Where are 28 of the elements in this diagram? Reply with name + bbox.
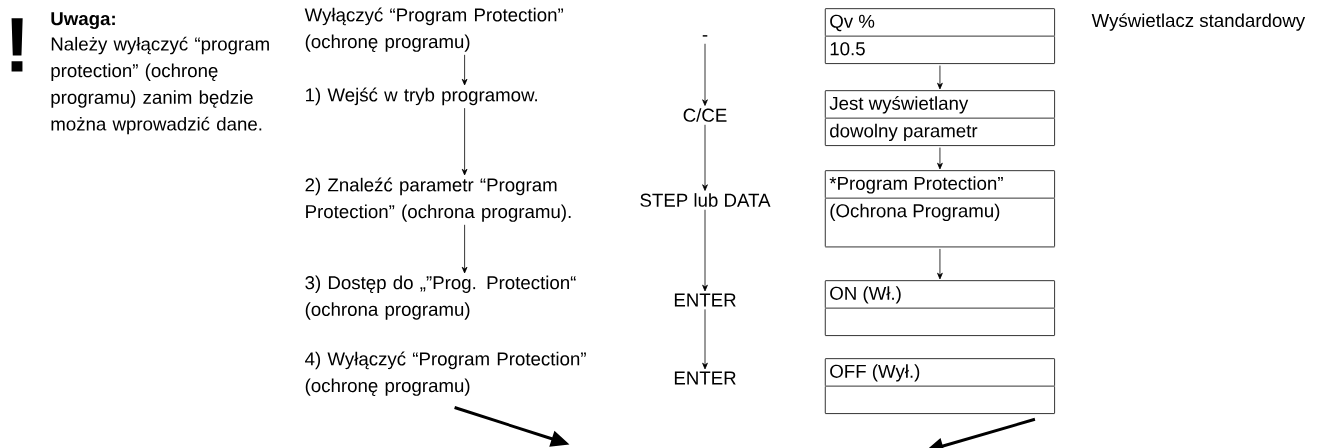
step-text: Wyłączyć “Program Protection” (ochronę programu) xyxy=(304,7,564,52)
display-box: Jest wyświetlany dowolny parametr xyxy=(824,90,1055,146)
step-text: 2) Znaleźć parametr “Program Protection” (ochrona programu). xyxy=(305,177,571,222)
arrow xyxy=(461,224,468,274)
arrow xyxy=(702,209,708,292)
arrow xyxy=(937,147,943,170)
key-label: - xyxy=(702,35,708,37)
arrow xyxy=(702,43,708,106)
step-text: 3) Dostęp do „”Prog. Protection“ (ochrona programu) xyxy=(305,275,576,320)
step-text: 1) Wejść w tryb programow. xyxy=(306,87,537,106)
key-label: C/CE xyxy=(683,108,727,122)
display-box: *Program Protection” (Ochrona Programu) xyxy=(824,170,1055,248)
key-label: ENTER xyxy=(674,371,736,385)
note-text: Uwaga: Należy wyłączyć “program protection” (ochronę programu) zanim będzie można wprowadzić dane. xyxy=(51,12,269,135)
arrow xyxy=(461,54,468,86)
arrow xyxy=(461,107,468,176)
step-text: 4) Wyłączyć “Program Protection” (ochronę programu) xyxy=(305,351,586,396)
arrow xyxy=(702,124,708,191)
display-box: OFF (Wył.) xyxy=(824,358,1055,414)
display-box: ON (Wł.) xyxy=(824,280,1055,336)
key-label: ENTER xyxy=(674,293,736,307)
key-label: STEP lub DATA xyxy=(640,193,771,207)
display-box: Qv % 10.5 xyxy=(824,8,1055,64)
arrow xyxy=(937,65,943,90)
side-label: Wyświetlacz standardowy xyxy=(1091,13,1306,31)
exclamation-mark: ! xyxy=(11,18,23,72)
arrow xyxy=(702,308,708,370)
arrow xyxy=(937,248,943,280)
